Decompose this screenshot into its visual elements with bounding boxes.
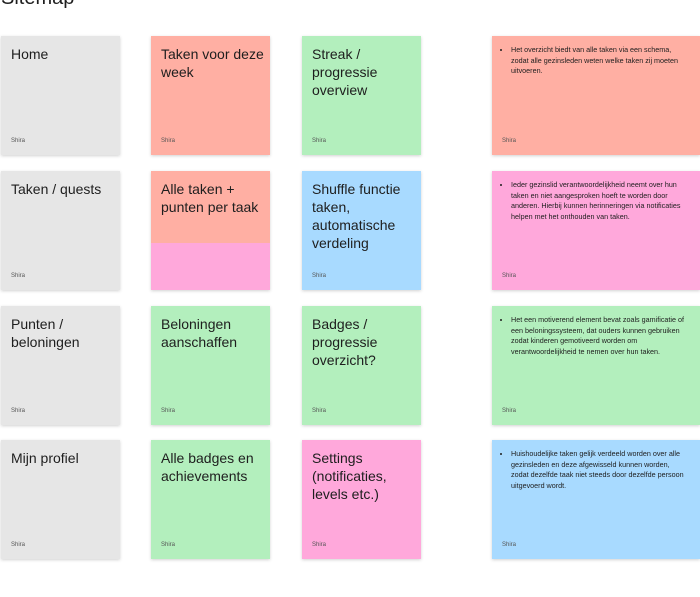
sticky-note-author: Shira <box>312 138 327 144</box>
note-bullet: Het een motiverend element bevat zoals g… <box>511 315 688 357</box>
sticky-note-explanation-4[interactable]: Huishoudelijke taken gelijk verdeeld wor… <box>492 440 700 559</box>
sticky-note-text: Taken / quests <box>11 181 102 197</box>
note-bullet-list: Het een motiverend element bevat zoals g… <box>492 315 688 357</box>
sticky-note-author: Shira <box>502 542 517 548</box>
sticky-note-taken-quests[interactable]: Taken / quests Shira <box>1 171 120 290</box>
sticky-note-author: Shira <box>161 542 176 548</box>
sticky-note-explanation-1[interactable]: Het overzicht biedt van alle taken via e… <box>492 36 700 155</box>
sticky-note-author: Shira <box>11 542 26 548</box>
sticky-note-author: Shira <box>161 408 176 414</box>
sticky-note-punten-beloningen[interactable]: Punten / beloningen Shira <box>1 306 120 425</box>
sticky-note-author: Shira <box>502 138 517 144</box>
sticky-note-author: Shira <box>312 408 327 414</box>
sticky-note-author: Shira <box>502 273 517 279</box>
sticky-note-shuffle-functie[interactable]: Shuffle functie taken, automatische verd… <box>302 171 421 290</box>
note-bullet-list: Ieder gezinslid verantwoordelijkheid nee… <box>492 180 688 222</box>
sticky-note-alle-badges[interactable]: Alle badges en achievements Shira <box>151 440 270 559</box>
sticky-note-text: Settings (notificaties, levels etc.) <box>312 450 387 502</box>
sticky-note-streak-progressie[interactable]: Streak / progressie overview Shira <box>302 36 421 155</box>
note-bullet: Huishoudelijke taken gelijk verdeeld wor… <box>511 449 688 491</box>
sticky-note-text: Beloningen aanschaffen <box>161 316 238 350</box>
sticky-note-author: Shira <box>502 408 517 414</box>
note-bullet: Ieder gezinslid verantwoordelijkheid nee… <box>511 180 688 222</box>
sticky-note-text: Alle taken + punten per taak <box>161 181 259 215</box>
sticky-note-settings[interactable]: Settings (notificaties, levels etc.) Shi… <box>302 440 421 559</box>
sticky-note-text: Shuffle functie taken, automatische verd… <box>312 181 401 251</box>
sticky-note-explanation-2[interactable]: Ieder gezinslid verantwoordelijkheid nee… <box>492 171 700 290</box>
note-bullet-list: Het overzicht biedt van alle taken via e… <box>492 45 688 77</box>
sticky-note-author: Shira <box>312 542 327 548</box>
sticky-note-author: Shira <box>312 273 327 279</box>
pink-overlay-note <box>151 243 270 290</box>
sticky-note-home[interactable]: Home Shira <box>1 36 120 155</box>
sticky-note-mijn-profiel[interactable]: Mijn profiel Shira <box>1 440 120 559</box>
sticky-note-author: Shira <box>11 408 26 414</box>
sticky-note-beloningen-aanschaffen[interactable]: Beloningen aanschaffen Shira <box>151 306 270 425</box>
note-bullet-list: Huishoudelijke taken gelijk verdeeld wor… <box>492 449 688 491</box>
sticky-note-text: Badges / progressie overzicht? <box>312 316 378 368</box>
sticky-note-text: Streak / progressie overview <box>312 46 378 98</box>
note-bullet: Het overzicht biedt van alle taken via e… <box>511 45 688 77</box>
sticky-note-explanation-3[interactable]: Het een motiverend element bevat zoals g… <box>492 306 700 425</box>
sticky-note-alle-taken[interactable]: Alle taken + punten per taak <box>151 171 270 290</box>
sticky-note-text: Mijn profiel <box>11 450 79 466</box>
sticky-note-author: Shira <box>11 273 26 279</box>
page-title: Sitemap <box>1 0 74 10</box>
sticky-note-taken-voor-deze-week[interactable]: Taken voor deze week Shira <box>151 36 270 155</box>
sticky-note-author: Shira <box>11 138 26 144</box>
sticky-note-text: Taken voor deze week <box>161 46 264 80</box>
sticky-note-text: Punten / beloningen <box>11 316 80 350</box>
sticky-note-text: Alle badges en achievements <box>161 450 254 484</box>
sticky-note-author: Shira <box>161 138 176 144</box>
sticky-note-text: Home <box>11 46 49 62</box>
sticky-note-badges-progressie[interactable]: Badges / progressie overzicht? Shira <box>302 306 421 425</box>
